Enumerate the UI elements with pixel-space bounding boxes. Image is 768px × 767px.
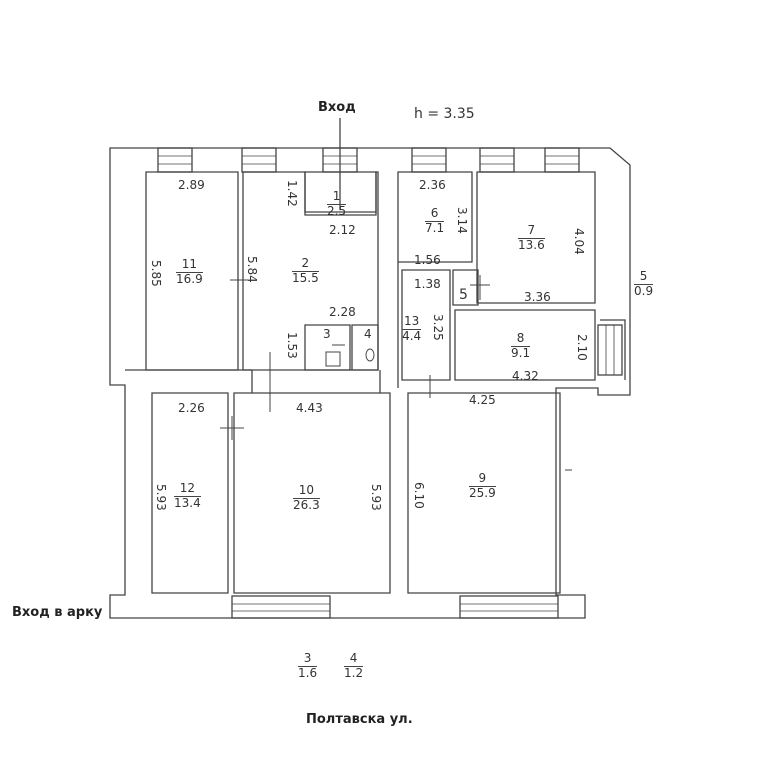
ceiling-height: h = 3.35 bbox=[414, 106, 475, 122]
dimension-label: 1.38 bbox=[414, 277, 441, 291]
dimension-label: 3.14 bbox=[455, 207, 469, 234]
dimension-label: 2.36 bbox=[419, 178, 446, 192]
dimension-label: 1.56 bbox=[414, 253, 441, 267]
dimension-label: 2.89 bbox=[178, 178, 205, 192]
dimension-label: 5.93 bbox=[154, 484, 168, 511]
room-5-small-walls bbox=[452, 269, 479, 306]
room-12-walls bbox=[151, 392, 229, 594]
room-9-walls bbox=[407, 392, 561, 594]
room-6-walls bbox=[397, 171, 473, 263]
dimension-label: 4.32 bbox=[512, 369, 539, 383]
dimension-label: 4.25 bbox=[469, 393, 496, 407]
dimension-label: 5.93 bbox=[369, 484, 383, 511]
window bbox=[231, 595, 331, 619]
window bbox=[241, 147, 277, 173]
dimension-label: 2.12 bbox=[329, 223, 356, 237]
entrance-label: Вход bbox=[318, 100, 356, 115]
window bbox=[411, 147, 447, 173]
room-10-walls bbox=[233, 392, 391, 594]
window bbox=[459, 595, 559, 619]
dimension-label: 5.84 bbox=[245, 256, 259, 283]
window bbox=[544, 147, 580, 173]
room-3: 3 bbox=[323, 327, 331, 341]
dimension-label: 1.42 bbox=[285, 180, 299, 207]
room-5-small: 5 bbox=[459, 287, 468, 303]
arch-entrance-label: Вход в арку bbox=[12, 605, 103, 620]
room-13-walls bbox=[401, 269, 451, 381]
room-4-walls bbox=[351, 324, 379, 371]
dimension-label: 2.28 bbox=[329, 305, 356, 319]
street-label: Полтавска ул. bbox=[306, 712, 413, 727]
dimension-label: 4.04 bbox=[572, 228, 586, 255]
window bbox=[479, 147, 515, 173]
room-8-walls bbox=[454, 309, 596, 381]
dimension-label: 3.36 bbox=[524, 290, 551, 304]
dimension-label: 3.25 bbox=[431, 314, 445, 341]
corridor-walls bbox=[125, 262, 626, 393]
window bbox=[597, 324, 623, 376]
dimension-label: 2.26 bbox=[178, 401, 205, 415]
room-3-walls bbox=[304, 324, 351, 371]
dimension-label: 5.85 bbox=[149, 260, 163, 287]
dimension-label: 6.10 bbox=[412, 482, 426, 509]
dimension-label: 1.53 bbox=[285, 332, 299, 359]
dimension-label: 2.10 bbox=[575, 334, 589, 361]
dimension-label: 4.43 bbox=[296, 401, 323, 415]
window bbox=[157, 147, 193, 173]
room-4: 4 bbox=[364, 327, 372, 341]
outer-wall-outline bbox=[109, 147, 631, 619]
